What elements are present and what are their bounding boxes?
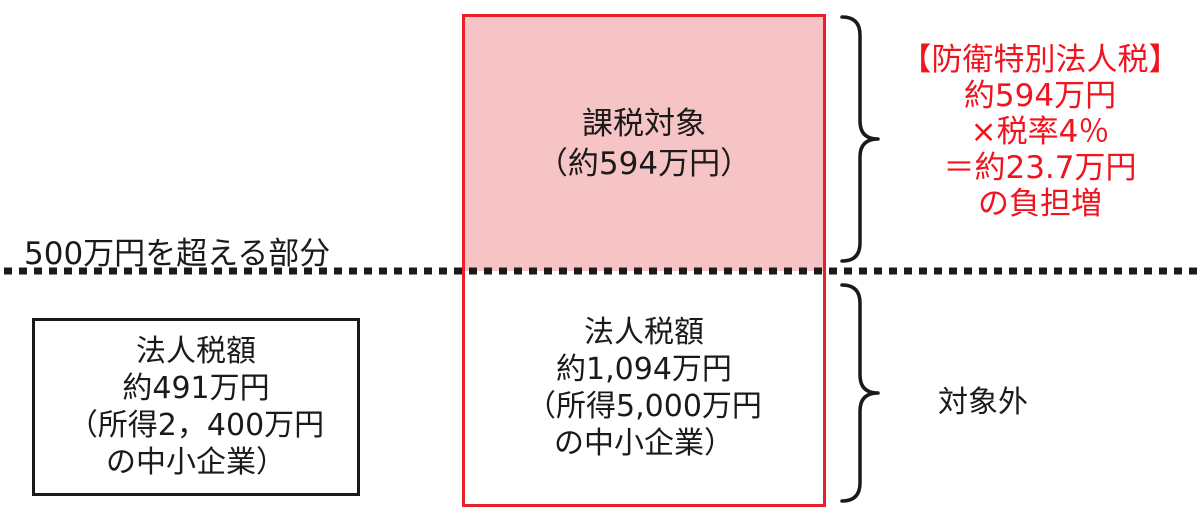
- small-company-line-4: の中小企業）: [106, 445, 286, 480]
- defense-tax-note-line-5: の負担増: [978, 186, 1102, 222]
- excluded-label: 対象外: [938, 385, 1028, 420]
- defense-tax-note-line-1: 【防衛特別法人税】: [900, 42, 1180, 78]
- defense-tax-note-line-2: 約594万円: [963, 78, 1117, 114]
- defense-tax-note-line-3: ×税率4％: [970, 114, 1110, 150]
- excluded-brace: [840, 283, 880, 503]
- taxable-portion-line-2: （約594万円）: [536, 146, 752, 182]
- small-company-line-2: 約491万円: [122, 371, 270, 406]
- lower-portion-line-2: 約1,094万円: [556, 351, 732, 387]
- defense-tax-note-line-4: ＝約23.7万円: [943, 150, 1137, 186]
- threshold-dotted-line: [4, 267, 1200, 275]
- small-company-line-3: （所得2，400万円: [67, 408, 325, 443]
- taxable-portion-box: 課税対象 （約594万円）: [462, 14, 826, 271]
- defense-tax-note: 【防衛特別法人税】 約594万円 ×税率4％ ＝約23.7万円 の負担増: [888, 42, 1192, 222]
- small-company-box: 法人税額 約491万円 （所得2，400万円 の中小企業）: [32, 318, 360, 496]
- threshold-label: 500万円を超える部分: [24, 236, 331, 272]
- lower-portion-line-1: 法人税額: [584, 314, 704, 350]
- taxable-brace: [840, 15, 880, 263]
- taxable-portion-line-1: 課税対象: [582, 106, 706, 142]
- lower-portion-line-3: （所得5,000万円: [526, 388, 762, 424]
- small-company-line-1: 法人税額: [136, 334, 256, 369]
- lower-portion-box: 法人税額 約1,094万円 （所得5,000万円 の中小企業）: [462, 271, 826, 507]
- lower-portion-line-4: の中小企業）: [554, 425, 734, 461]
